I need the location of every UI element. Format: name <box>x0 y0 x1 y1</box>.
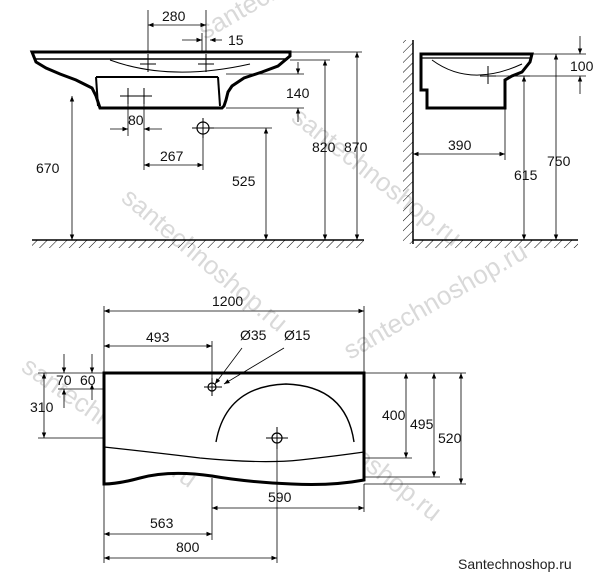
bowl-outline <box>215 383 355 443</box>
dim-label: 520 <box>438 430 462 446</box>
side-view <box>403 36 586 248</box>
dim-label: 525 <box>232 173 256 189</box>
basin-top-outline <box>102 371 366 486</box>
dim-label: 100 <box>570 58 594 74</box>
dim-label: 15 <box>228 32 244 48</box>
top-view-labels: 1200 493 Ø35 Ø15 70 60 310 400 495 520 5… <box>30 293 462 555</box>
front-view <box>29 10 364 248</box>
leader-dia15 <box>223 347 285 385</box>
dim-label: 615 <box>514 167 538 183</box>
basin-side-bowl <box>431 59 523 76</box>
dim-label: 820 <box>312 139 336 155</box>
side-view-labels: 100 390 615 750 <box>448 58 594 183</box>
watermark-text: santechnoshop.ru <box>193 0 387 45</box>
dim-label: 590 <box>268 489 292 505</box>
dim-label: 280 <box>162 8 186 24</box>
dim-label: 1200 <box>212 293 243 309</box>
dim-label: 70 <box>56 372 72 388</box>
dim-label: 670 <box>36 160 60 176</box>
basin-bowl-curve <box>109 59 251 73</box>
drawer-side <box>217 76 221 107</box>
wall-hatch <box>403 40 413 244</box>
site-label: Santechnoshop.ru <box>458 556 572 572</box>
watermark-text: santechnoshop.ru <box>116 182 294 338</box>
leader-dia35 <box>214 347 243 385</box>
front-view-labels: 280 15 140 80 267 670 525 820 870 <box>36 8 368 189</box>
dim-label: Ø15 <box>284 327 311 343</box>
watermark-text: santechnoshop.ru <box>338 236 532 365</box>
dim-label: 800 <box>176 539 200 555</box>
dim-label: 390 <box>448 137 472 153</box>
dim-label: 310 <box>30 399 54 415</box>
dim-label: 140 <box>286 85 310 101</box>
dim-label: Ø35 <box>240 327 267 343</box>
dim-label: 80 <box>128 112 144 128</box>
dim-label: 493 <box>146 329 170 345</box>
basin-side-outline <box>419 52 534 110</box>
front-edge-curve <box>103 446 365 463</box>
floor-hatch <box>413 240 578 248</box>
drawer-side <box>95 76 99 107</box>
top-view <box>38 306 466 563</box>
floor-hatch <box>32 240 364 248</box>
dim-label: 400 <box>382 407 406 423</box>
basin-front-outline <box>29 50 292 110</box>
dim-label: 495 <box>410 416 434 432</box>
dim-label: 563 <box>150 515 174 531</box>
dim-label: 870 <box>344 139 368 155</box>
dim-label: 60 <box>80 372 96 388</box>
dim-label: 750 <box>547 153 571 169</box>
dim-label: 267 <box>160 148 184 164</box>
watermark-text: santechnoshop.ru <box>286 101 467 252</box>
